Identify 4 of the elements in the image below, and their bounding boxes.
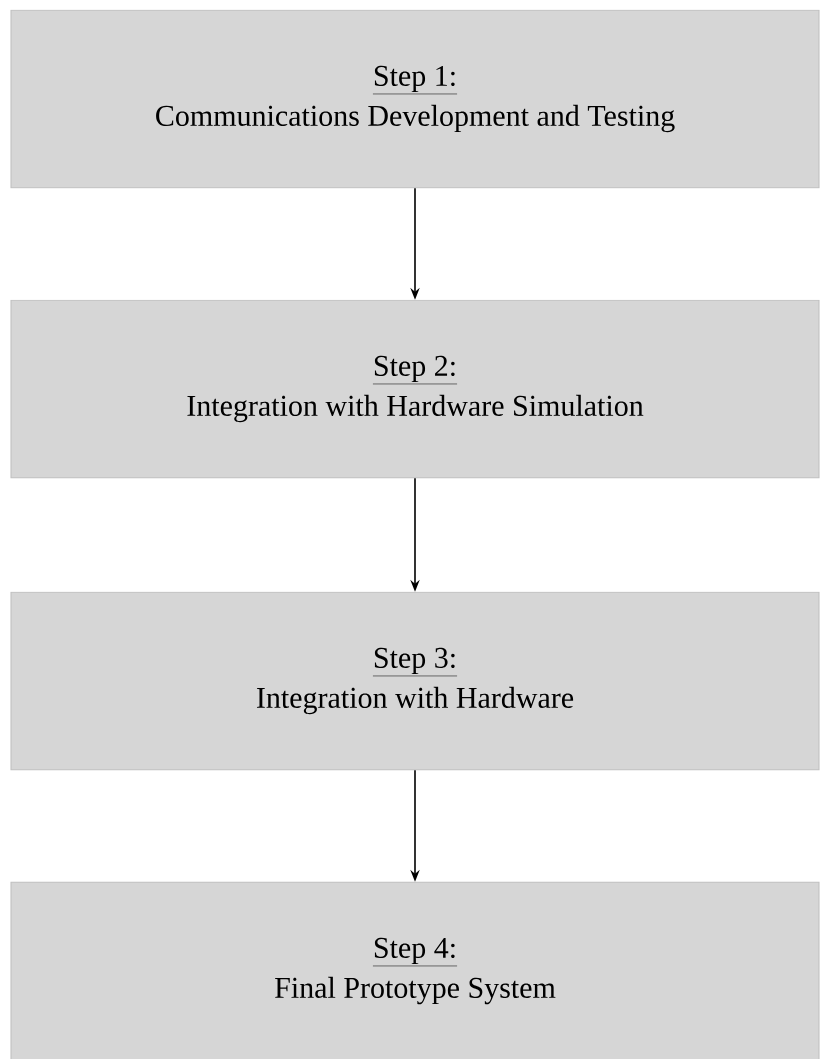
step-box: Step 4: Final Prototype System: [10, 881, 820, 1059]
step-box: Step 2: Integration with Hardware Simulation: [10, 299, 820, 479]
step-box: Step 3: Integration with Hardware: [10, 591, 820, 771]
step-box: Step 1: Communications Development and Testing: [10, 9, 820, 189]
